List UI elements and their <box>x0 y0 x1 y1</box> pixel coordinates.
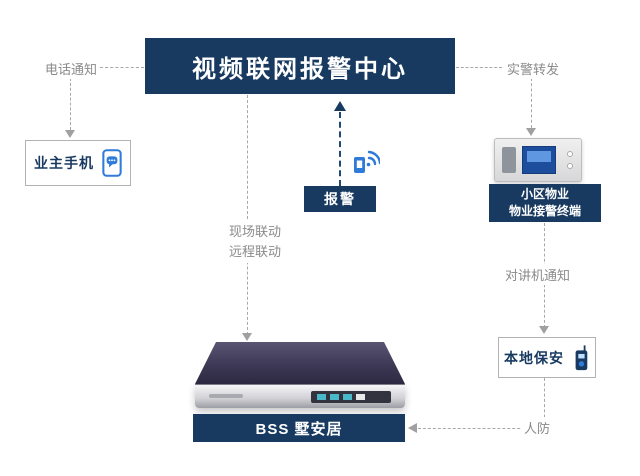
recorder-button <box>343 394 352 400</box>
recorder-button <box>356 394 365 400</box>
terminal-handset-panel <box>502 147 516 173</box>
linkage-line1: 现场联动 <box>229 224 282 239</box>
local-security-node: 本地保安 <box>498 337 596 378</box>
phone-notify-label: 电话通知 <box>42 58 101 79</box>
property-line2: 物业接警终端 <box>508 204 581 218</box>
connector-down-to-owner-phone <box>70 78 71 130</box>
alarm-center-banner: 视频联网报警中心 <box>145 38 455 94</box>
alarm-tag: 报警 <box>304 186 376 212</box>
arrowhead-recorder <box>242 333 252 341</box>
intercom-notify-label: 对讲机通知 <box>502 264 574 285</box>
arrowhead-owner-phone <box>65 130 75 138</box>
bss-tag: BSS 墅安居 <box>193 414 405 442</box>
connector-alarm-up-to-banner <box>339 112 341 186</box>
recorder-button-strip <box>311 391 391 403</box>
alarm-tag-label: 报警 <box>324 191 356 207</box>
wireless-signal-icon <box>350 144 380 176</box>
connector-down-to-terminal <box>531 78 532 128</box>
property-terminal-tag: 小区物业 物业接警终端 <box>489 184 601 222</box>
arrowhead-bss <box>408 423 417 433</box>
alarm-forward-label: 实警转发 <box>504 58 563 79</box>
connector-phone-notify-to-banner <box>100 67 144 68</box>
bss-label: BSS 墅安居 <box>255 420 343 438</box>
arrowhead-local-security <box>539 326 549 334</box>
owner-phone-node: 业主手机 <box>25 140 131 186</box>
smartphone-chat-icon <box>102 149 122 177</box>
terminal-screen <box>522 146 556 174</box>
terminal-button <box>567 163 573 169</box>
connector-security-down <box>544 378 545 428</box>
civil-defense-label: 人防 <box>521 417 554 438</box>
recorder-front-panel <box>195 384 405 408</box>
alarm-center-title: 视频联网报警中心 <box>192 55 408 83</box>
linkage-label: 现场联动 远程联动 <box>226 221 285 263</box>
local-security-label: 本地保安 <box>504 349 564 366</box>
recorder-logo <box>209 394 243 398</box>
connector-banner-to-alarm-forward <box>456 67 502 68</box>
property-line1: 小区物业 <box>520 187 569 201</box>
arrowhead-terminal <box>526 128 536 136</box>
property-terminal-device <box>494 138 582 182</box>
arrowhead-up-banner <box>334 101 346 111</box>
terminal-screen-glow <box>527 151 551 162</box>
bss-recorder-device <box>195 342 405 410</box>
walkie-talkie-icon <box>572 344 590 372</box>
recorder-top-face <box>195 342 405 384</box>
linkage-line2: 远程联动 <box>229 244 282 259</box>
terminal-button <box>567 151 573 157</box>
connector-banner-down-to-recorder <box>247 95 248 335</box>
connector-civil-defense-to-bss <box>418 428 545 429</box>
recorder-button <box>317 394 326 400</box>
owner-phone-label: 业主手机 <box>34 155 94 171</box>
recorder-button <box>330 394 339 400</box>
